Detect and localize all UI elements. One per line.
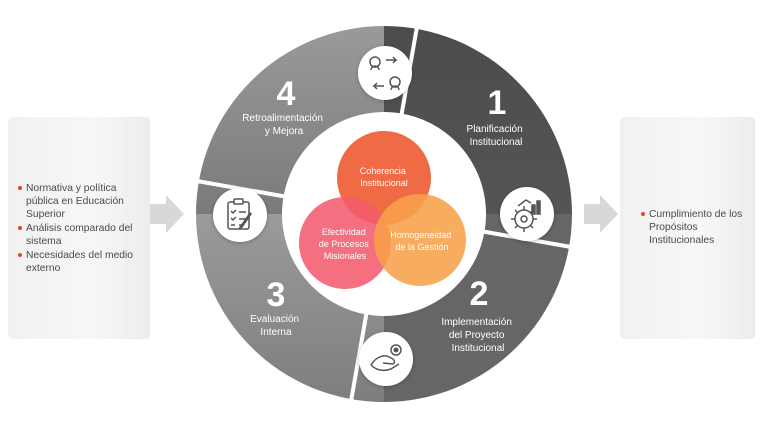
checklist-icon: [227, 198, 252, 230]
input-item-analisis: Análisis comparado del sistema: [17, 222, 147, 248]
ring-segment-planificacion: [384, 26, 572, 214]
step-1-icon-disc: [500, 187, 554, 241]
step-3-label: Evaluación Interna: [250, 314, 302, 338]
step-1-label: Planificación Institucional: [467, 124, 526, 148]
input-item-necesidades: Necesidades del medio externo: [17, 249, 147, 275]
cycle-ring: [196, 26, 572, 402]
input-item-normativa: Normativa y política pública en Educació…: [17, 182, 147, 221]
homogeneidad-circle: [374, 194, 466, 286]
step-4-number: 4: [277, 75, 296, 113]
ring-separator-bottom: [349, 312, 369, 402]
efectividad-label: Efectividad de Procesos Misionales: [319, 227, 372, 261]
hand-gear-icon: [370, 344, 402, 372]
ring-segment-evaluacion: [196, 214, 384, 402]
ring-segment-implementacion: [384, 214, 572, 402]
efectividad-circle: [299, 197, 391, 289]
step-4-label: Retroalimentación y Mejora: [242, 113, 325, 137]
coherencia-label: Coherencia Institucional: [360, 166, 409, 188]
right-output-panel: [620, 117, 755, 339]
step-2-icon-disc: [359, 332, 413, 386]
outputs-list: Cumplimiento de los Propósitos Instituci…: [640, 208, 750, 248]
left-input-panel: [8, 117, 150, 339]
step-2-label: Implementación del Proyecto Instituciona…: [441, 317, 514, 354]
step-2-number: 2: [470, 275, 489, 313]
output-arrow: [584, 195, 618, 233]
step-3-icon-disc: [213, 188, 267, 242]
homogeneidad-label: Homogeneidad de la Gestión: [390, 230, 454, 252]
gear-chart-icon: [511, 199, 541, 232]
step-1-number: 1: [488, 84, 507, 122]
step-3-number: 3: [267, 276, 286, 314]
output-item-cumplimiento: Cumplimiento de los Propósitos Instituci…: [640, 208, 750, 247]
input-arrow: [150, 195, 184, 233]
ring-segment-retroalimentacion: [196, 26, 384, 214]
step-4-icon-disc: [358, 46, 412, 100]
users-exchange-icon: [369, 56, 401, 91]
inputs-list: Normativa y política pública en Educació…: [17, 182, 147, 276]
